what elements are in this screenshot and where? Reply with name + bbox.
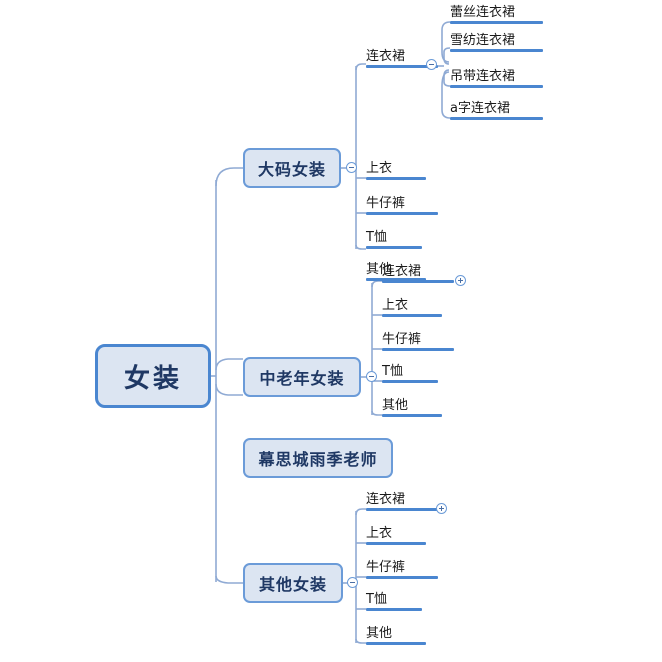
branch-node-musicheng-yuji-laoshi[interactable]: 幕思城雨季老师 <box>243 438 393 478</box>
leaf-niuzaiku-3[interactable]: 牛仔裤 <box>366 559 438 579</box>
leaf-label: T恤 <box>382 364 403 379</box>
expand-toggle-lianyiqun-3[interactable] <box>436 503 447 514</box>
leaf-label: 连衣裙 <box>382 264 422 279</box>
leaf-label: 其他 <box>382 398 409 413</box>
branch-node-label: 其他女装 <box>258 575 327 594</box>
leaf-underline <box>450 21 543 24</box>
leaf-label: 上衣 <box>366 161 393 176</box>
leaf-label: a字连衣裙 <box>450 101 510 116</box>
leaf-label: T恤 <box>366 592 387 607</box>
leaf-shangyi-2[interactable]: 上衣 <box>382 297 442 317</box>
leaf-underline <box>450 117 543 120</box>
branch-node-qita-nuzhuang[interactable]: 其他女装 <box>243 563 343 603</box>
leaf-underline <box>382 314 442 317</box>
leaf-underline <box>382 380 438 383</box>
leaf-label: 连衣裙 <box>366 492 406 507</box>
leaf-underline <box>366 246 422 249</box>
branch-node-zhonglaonian-nuzhuang[interactable]: 中老年女装 <box>243 357 361 397</box>
leaf-underline <box>366 177 426 180</box>
leaf-txu-1[interactable]: T恤 <box>366 229 422 249</box>
leaf-lianyiqun-2[interactable]: 连衣裙 <box>382 263 454 283</box>
leaf-qita-2[interactable]: 其他 <box>382 397 442 417</box>
leaf-underline <box>366 65 438 68</box>
collapse-toggle-daimanuzhuang[interactable] <box>346 162 357 173</box>
leaf-underline <box>382 414 442 417</box>
leaf-label: 上衣 <box>382 298 409 313</box>
leaf-txu-2[interactable]: T恤 <box>382 363 438 383</box>
leaf-label: 雪纺连衣裙 <box>450 33 516 48</box>
leaf-diaodai-lianyiqun[interactable]: 吊带连衣裙 <box>450 68 543 88</box>
leaf-qita-1[interactable]: 其他 <box>366 261 426 281</box>
branch-node-label: 中老年女装 <box>259 369 345 388</box>
leaf-label: T恤 <box>366 230 387 245</box>
leaf-label: 上衣 <box>366 526 393 541</box>
leaf-underline <box>450 49 543 52</box>
branch-node-label: 幕思城雨季老师 <box>258 450 378 469</box>
leaf-label: 其他 <box>366 626 393 641</box>
leaf-shangyi-3[interactable]: 上衣 <box>366 525 426 545</box>
leaf-underline <box>366 642 426 645</box>
leaf-label: 其他 <box>366 262 393 277</box>
collapse-toggle-zhonglaonian-nuzhuang[interactable] <box>366 371 377 382</box>
leaf-leisi-lianyiqun[interactable]: 蕾丝连衣裙 <box>450 4 543 24</box>
leaf-lianyiqun-1[interactable]: 连衣裙 <box>366 48 438 68</box>
root-node-label: 女装 <box>123 363 182 394</box>
leaf-underline <box>450 85 543 88</box>
leaf-underline <box>366 212 438 215</box>
leaf-azi-lianyiqun[interactable]: a字连衣裙 <box>450 100 543 120</box>
leaf-label: 牛仔裤 <box>382 332 422 347</box>
leaf-underline <box>366 608 422 611</box>
leaf-niuzaiku-1[interactable]: 牛仔裤 <box>366 195 438 215</box>
leaf-underline <box>366 576 438 579</box>
root-node[interactable]: 女装 <box>95 344 211 408</box>
leaf-qita-3[interactable]: 其他 <box>366 625 426 645</box>
leaf-xuefang-lianyiqun[interactable]: 雪纺连衣裙 <box>450 32 543 52</box>
branch-node-label: 大码女装 <box>257 160 326 179</box>
leaf-label: 连衣裙 <box>366 49 406 64</box>
leaf-lianyiqun-3[interactable]: 连衣裙 <box>366 491 438 511</box>
leaf-label: 蕾丝连衣裙 <box>450 5 516 20</box>
leaf-underline <box>366 278 426 281</box>
leaf-underline <box>382 348 454 351</box>
leaf-niuzaiku-2[interactable]: 牛仔裤 <box>382 331 454 351</box>
leaf-txu-3[interactable]: T恤 <box>366 591 422 611</box>
expand-toggle-lianyiqun-2[interactable] <box>455 275 466 286</box>
leaf-label: 吊带连衣裙 <box>450 69 516 84</box>
leaf-label: 牛仔裤 <box>366 560 406 575</box>
leaf-underline <box>366 542 426 545</box>
leaf-shangyi-1[interactable]: 上衣 <box>366 160 426 180</box>
branch-node-daimanuzhuang[interactable]: 大码女装 <box>243 148 341 188</box>
collapse-toggle-lianyiqun-1[interactable] <box>426 59 437 70</box>
leaf-label: 牛仔裤 <box>366 196 406 211</box>
leaf-underline <box>366 508 438 511</box>
leaf-underline <box>382 280 454 283</box>
collapse-toggle-qita-nuzhuang[interactable] <box>347 577 358 588</box>
